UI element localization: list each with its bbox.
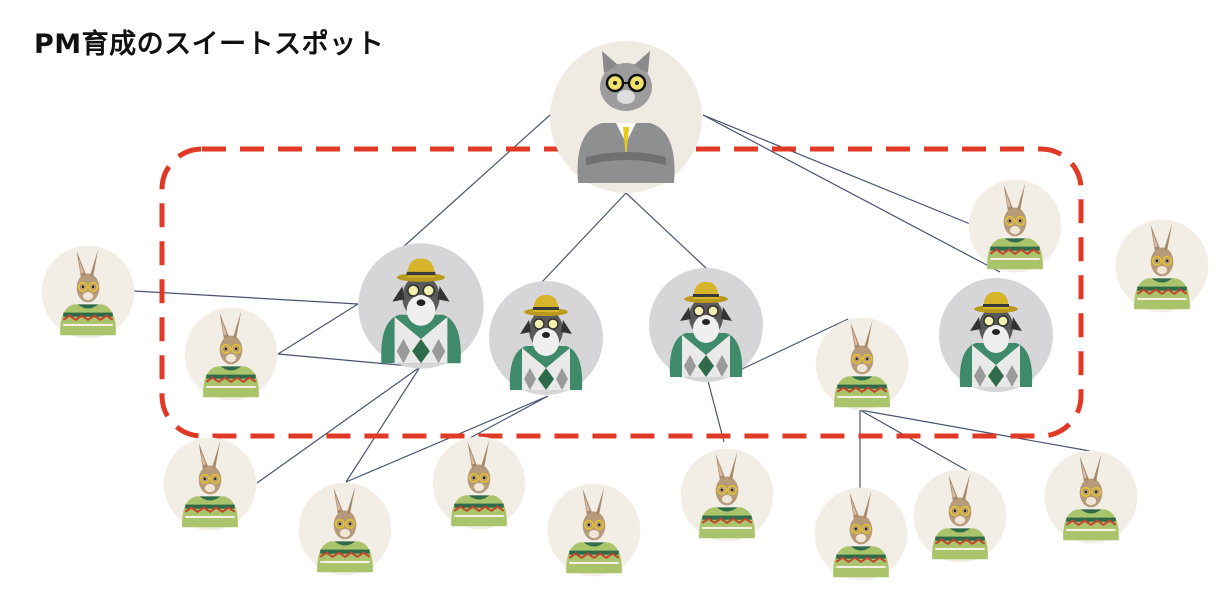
hare-in-sweater-icon [814,316,910,412]
hare-in-sweater-icon [183,306,279,402]
connector-line [859,409,969,472]
hare-in-sweater-icon [431,435,527,531]
connector-line [277,303,359,355]
dog-in-argyle-vest-icon [648,267,764,383]
hare-in-sweater-icon [1043,449,1139,545]
connector-line [541,192,627,283]
connector-line [625,192,707,269]
hare-in-sweater-icon [546,482,642,578]
hare-in-sweater-icon [297,481,393,577]
connector-line [859,409,1091,452]
connector-line [277,353,421,368]
connector-line [469,395,549,439]
hare-in-sweater-icon [162,436,258,532]
connector-line [133,290,359,305]
connector-line [256,366,421,484]
hare-in-sweater-icon [813,486,909,582]
connector-line [702,114,981,229]
hare-in-sweater-icon [679,447,775,543]
connector-line [739,318,849,371]
cat-in-suit-icon [548,39,704,195]
connector-line [401,114,551,249]
dog-in-argyle-vest-icon [357,242,485,370]
hare-in-sweater-icon [912,468,1008,564]
dog-in-argyle-vest-icon [938,277,1054,393]
dog-in-argyle-vest-icon [488,280,604,396]
hare-in-sweater-icon [967,178,1063,274]
connector-lines [133,114,1091,490]
hare-in-sweater-icon [1114,218,1210,314]
connector-line [707,380,725,443]
page-title: PM育成のスイートスポット [34,29,385,60]
connector-line [345,395,549,483]
connector-line [702,114,1001,273]
connector-line [345,366,421,483]
hare-in-sweater-icon [40,244,136,340]
